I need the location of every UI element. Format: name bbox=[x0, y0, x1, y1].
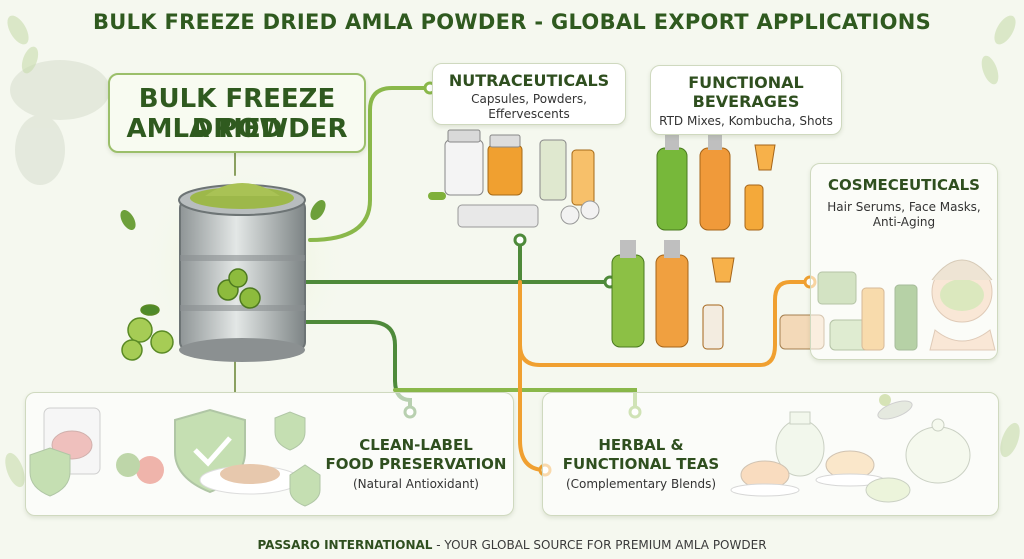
leaf-sprig-icon bbox=[120, 200, 326, 230]
cosmeceuticals-sub-1: Hair Serums, Face Masks, bbox=[827, 200, 981, 214]
cosmeceuticals-title: COSMECEUTICALS bbox=[828, 176, 980, 194]
beverages-title-line2: BEVERAGES bbox=[692, 92, 800, 111]
cosmeceuticals-sub-2: Anti-Aging bbox=[872, 215, 936, 229]
supplement-bottles-icon bbox=[428, 129, 600, 228]
footer: PASSARO INTERNATIONAL - YOUR GLOBAL SOUR… bbox=[0, 538, 1024, 552]
leaf-decoration-right bbox=[981, 15, 1020, 458]
food-preservation-title-line1: CLEAN-LABEL bbox=[359, 436, 473, 454]
food-preservation-card: CLEAN-LABEL FOOD PRESERVATION (Natural A… bbox=[25, 392, 514, 516]
connector-nutraceuticals bbox=[308, 86, 432, 242]
amla-powder-drum bbox=[178, 183, 306, 362]
world-map-decoration bbox=[10, 60, 110, 185]
main-product-title-line2: AMLA POWDER bbox=[126, 114, 348, 144]
main-product-title-line1: BULK FREEZE DRIED bbox=[138, 84, 336, 144]
connector-cosmeceuticals bbox=[518, 280, 812, 367]
teas-sub: (Complementary Blends) bbox=[565, 477, 717, 491]
page-title: BULK FREEZE DRIED AMLA POWDER - GLOBAL E… bbox=[92, 10, 932, 34]
beverages-title-line1: FUNCTIONAL bbox=[688, 73, 804, 92]
nutraceuticals-sub-1: Capsules, Powders, bbox=[471, 92, 587, 106]
teas-card: HERBAL & FUNCTIONAL TEAS (Complementary … bbox=[542, 392, 999, 516]
footer-text: - YOUR GLOBAL SOURCE FOR PREMIUM AMLA PO… bbox=[432, 538, 767, 552]
beverages-card: FUNCTIONAL BEVERAGES RTD Mixes, Kombucha… bbox=[650, 65, 842, 135]
food-preservation-sub: (Natural Antioxidant) bbox=[353, 477, 479, 491]
beverages-sub: RTD Mixes, Kombucha, Shots bbox=[659, 114, 833, 128]
nutraceuticals-sub-2: Effervescents bbox=[488, 107, 570, 121]
amla-fruit-label-icon bbox=[217, 268, 261, 309]
leaf-decoration-left bbox=[5, 15, 39, 488]
food-preservation-title-line2: FOOD PRESERVATION bbox=[325, 455, 507, 473]
teas-title-line1: HERBAL & bbox=[598, 436, 684, 454]
footer-brand: PASSARO INTERNATIONAL bbox=[257, 538, 433, 552]
teas-title-line2: FUNCTIONAL TEAS bbox=[562, 455, 720, 473]
amla-fruits-icon bbox=[121, 304, 174, 361]
main-product-card: BULK FREEZE DRIED AMLA POWDER bbox=[108, 73, 366, 153]
nutraceuticals-title: NUTRACEUTICALS bbox=[448, 71, 610, 90]
beverage-bottles-top-icon bbox=[656, 132, 776, 231]
cosmeceuticals-card: COSMECEUTICALS Hair Serums, Face Masks, … bbox=[810, 163, 998, 360]
nutraceuticals-card: NUTRACEUTICALS Capsules, Powders, Efferv… bbox=[432, 63, 626, 125]
beverage-bottles-bottom-icon bbox=[611, 240, 735, 350]
